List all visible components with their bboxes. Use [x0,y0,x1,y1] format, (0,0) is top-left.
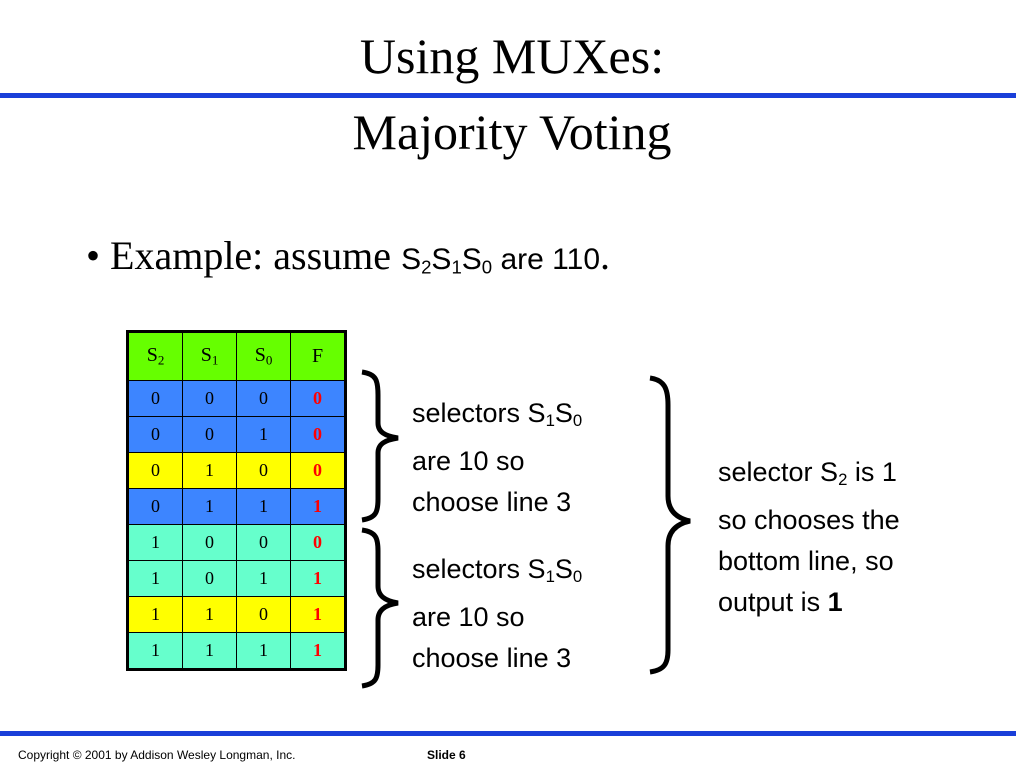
bullet-example: • Example: assume S2S1S0 are 110. [86,232,610,279]
note-right-line-2: so chooses the [718,505,900,536]
brace-bottom [361,527,399,689]
header-s1: S1 [182,331,237,381]
cell-f: 1 [290,560,346,597]
cell-f: 1 [290,632,346,670]
note-bottom-line-1: selectors S1S0 [412,549,582,597]
cell-s2: 0 [127,416,183,453]
slide-title-line-1: Using MUXes: [359,28,665,84]
note-top: selectors S1S0 are 10 so choose line 3 [412,393,582,523]
note-right-line-1: selector S2 is 1 [718,452,900,500]
header-s2-sub: 2 [157,352,165,368]
note-top-l1s1: 1 [545,411,555,431]
bullet-s2-sub: 2 [421,256,432,278]
bullet-s0: S [461,243,482,276]
bullet-tail: are 110 [492,243,600,276]
note-right-l1sub: 2 [838,470,848,490]
header-s0: S0 [236,331,291,381]
cell-f: 1 [290,596,346,633]
bullet-text: Example: assume [110,233,402,278]
header-s2-main: S [146,344,158,367]
bullet-s2: S [401,243,422,276]
note-top-l1s0: 0 [572,411,583,431]
cell-s0: 1 [236,560,291,597]
bullet-symbol: • [86,233,101,278]
footer-divider [0,731,1016,736]
note-bottom-line-2: are 10 so [412,602,525,633]
cell-f: 0 [290,452,346,489]
note-right-l1b: is 1 [847,457,897,487]
bullet-end: . [600,233,610,278]
note-bottom-l1a: selectors S [412,554,546,584]
note-right-l1a: selector S [718,457,839,487]
bullet-s0-sub: 0 [481,256,493,278]
note-right-line-3: bottom line, so [718,546,894,577]
note-right-l4a: output is [718,587,828,618]
header-s1-sub: 1 [211,352,219,368]
copyright-text: Copyright © 2001 by Addison Wesley Longm… [18,748,296,762]
note-top-l1b: S [554,398,573,428]
cell-s0: 0 [236,380,291,417]
cell-s0: 0 [236,596,291,633]
slide-number: Slide 6 [427,748,466,762]
header-s0-main: S [254,344,266,367]
cell-f: 0 [290,416,346,453]
cell-f: 0 [290,524,346,561]
bullet-selectors: S2S1S0 are 110 [401,243,600,278]
cell-s2: 0 [127,380,183,417]
note-right-output-value: 1 [827,587,843,618]
header-s0-sub: 0 [265,352,273,368]
slide-title-line-2: Majority Voting [352,104,672,160]
cell-s2: 1 [127,632,183,670]
title-divider [0,93,1016,98]
note-top-line-3: choose line 3 [412,487,572,518]
header-f: F [290,331,346,381]
brace-right [649,375,691,675]
cell-s1: 0 [182,380,237,417]
note-bottom-l1s0: 0 [572,567,583,587]
brace-top [361,369,399,523]
note-top-line-2: are 10 so [412,446,525,477]
cell-s0: 1 [236,632,291,670]
cell-f: 1 [290,488,346,525]
note-right: selector S2 is 1 so chooses the bottom l… [718,452,900,623]
note-bottom-line-3: choose line 3 [412,643,572,674]
truth-table-header: S2 S1 S0 F [127,331,346,381]
note-bottom-l1b: S [554,554,573,584]
cell-s1: 1 [182,452,237,489]
header-s2: S2 [127,331,183,381]
cell-s2: 1 [127,596,183,633]
bullet-s1-sub: 1 [451,256,462,278]
bullet-s1: S [431,243,452,276]
header-s1-main: S [200,344,212,367]
note-bottom: selectors S1S0 are 10 so choose line 3 [412,549,582,679]
note-top-l1a: selectors S [412,398,546,428]
note-bottom-l1s1: 1 [545,567,555,587]
header-f-main: F [311,345,324,367]
cell-s2: 0 [127,488,183,525]
note-right-line-4: output is 1 [718,582,900,623]
note-top-line-1: selectors S1S0 [412,393,582,441]
